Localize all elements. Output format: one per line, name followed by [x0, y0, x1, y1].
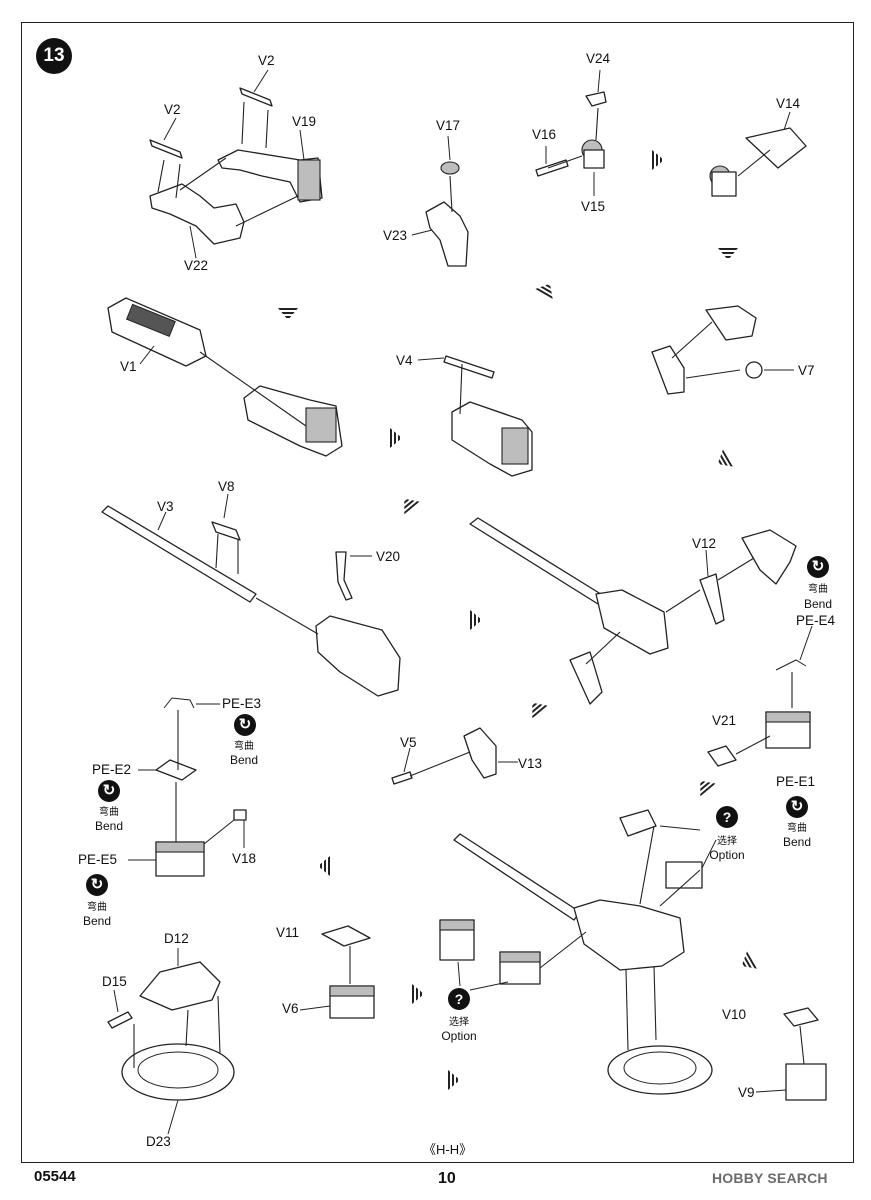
part-label: V2 — [164, 102, 181, 117]
part-label: V24 — [586, 51, 611, 66]
bend-label-cn: 弯曲 — [808, 584, 828, 595]
direction-arrow-icon — [412, 984, 424, 1004]
part-label: D12 — [164, 931, 189, 946]
part-label: V14 — [776, 96, 801, 111]
pe-e-ammo-box-left — [128, 697, 247, 877]
d12-d15-d23-assembly — [107, 948, 235, 1135]
direction-arrow-icon — [448, 1070, 460, 1090]
part-label: V2 — [258, 53, 275, 68]
direction-arrow-icon — [692, 774, 716, 797]
part-label: PE-E3 — [222, 696, 262, 711]
watermark: HOBBY SEARCH — [712, 1170, 828, 1186]
v10-v9-assembly — [755, 1007, 827, 1101]
direction-arrow-icon — [535, 278, 559, 299]
bend-label-en: Bend — [229, 753, 259, 767]
part-label: PE-E2 — [92, 762, 132, 777]
direction-arrow-icon — [470, 610, 482, 630]
pe-e4-v21-assembly — [707, 625, 813, 767]
bend-label-en: Bend — [94, 819, 124, 833]
direction-arrow-icon — [524, 696, 548, 719]
part-label: PE-E1 — [776, 774, 816, 789]
part-label: V4 — [396, 353, 413, 368]
bend-label-cn: 弯曲 — [787, 823, 807, 834]
direction-arrow-icon — [712, 449, 733, 473]
step-number-badge: 13 — [36, 38, 72, 74]
v3-assembly — [101, 493, 401, 697]
part-label: V17 — [436, 118, 461, 133]
part-label: V18 — [232, 851, 257, 866]
part-label: PE-E4 — [796, 613, 836, 628]
bend-label-en: Bend — [782, 835, 812, 849]
page-number: 10 — [438, 1170, 456, 1187]
bend-icon: ↻ — [98, 780, 120, 802]
part-label: D15 — [102, 974, 127, 989]
part-label: V13 — [518, 756, 543, 771]
part-label: PE-E5 — [78, 852, 118, 867]
bend-label-cn: 弯曲 — [99, 807, 119, 818]
direction-arrow-icon — [278, 308, 298, 320]
option-label-cn: 选择 — [449, 1017, 469, 1028]
option-icon: ? — [716, 806, 738, 828]
option-label-en: Option — [441, 1029, 477, 1043]
direction-arrow-icon — [652, 150, 664, 170]
direction-arrow-icon — [396, 492, 420, 515]
option-label-en: Option — [709, 848, 745, 862]
part-label: V15 — [581, 199, 606, 214]
v12-assembly — [469, 517, 797, 705]
part-label: V1 — [120, 359, 137, 374]
part-label: V20 — [376, 549, 401, 564]
v11-v6-assembly — [299, 925, 375, 1019]
part-label: V5 — [400, 735, 417, 750]
part-label: V23 — [383, 228, 408, 243]
bend-label-en: Bend — [803, 597, 833, 611]
bend-icon: ↻ — [807, 556, 829, 578]
part-label: V10 — [722, 1007, 747, 1022]
part-label: V21 — [712, 713, 737, 728]
part-label: V19 — [292, 114, 317, 129]
part-label: V16 — [532, 127, 557, 142]
final-gun-assembly — [439, 809, 717, 1095]
product-code: 05544 — [34, 1168, 76, 1185]
v1-assembly — [107, 297, 343, 457]
part-label: D23 — [146, 1134, 171, 1149]
bend-label-en: Bend — [82, 914, 112, 928]
bend-label-cn: 弯曲 — [87, 902, 107, 913]
v4-assembly — [417, 355, 533, 477]
v5-v13-assembly — [391, 727, 518, 785]
part-label: V6 — [282, 1001, 299, 1016]
direction-arrow-icon — [736, 951, 757, 975]
v24-v16-v15-assembly — [535, 69, 607, 196]
part-label: V8 — [218, 479, 235, 494]
v14-assembly — [709, 111, 807, 197]
page-frame — [21, 22, 854, 1163]
direction-arrow-icon — [318, 856, 330, 876]
v19-v22-assembly — [149, 69, 323, 259]
part-label: V12 — [692, 536, 717, 551]
option-label-cn: 选择 — [717, 836, 737, 847]
bend-label-cn: 弯曲 — [234, 741, 254, 752]
bend-icon: ↻ — [786, 796, 808, 818]
direction-arrow-icon — [390, 428, 402, 448]
part-label: V3 — [157, 499, 174, 514]
section-tag: 《H-H》 — [423, 1142, 473, 1157]
bend-icon: ↻ — [86, 874, 108, 896]
option-icon: ? — [448, 988, 470, 1010]
v17-v23-assembly — [411, 135, 469, 267]
part-label: V7 — [798, 363, 815, 378]
part-label: V9 — [738, 1085, 755, 1100]
part-label: V11 — [276, 925, 300, 940]
v7-assembly — [651, 305, 794, 395]
direction-arrow-icon — [718, 248, 738, 260]
part-label: V22 — [184, 258, 209, 273]
bend-icon: ↻ — [234, 714, 256, 736]
